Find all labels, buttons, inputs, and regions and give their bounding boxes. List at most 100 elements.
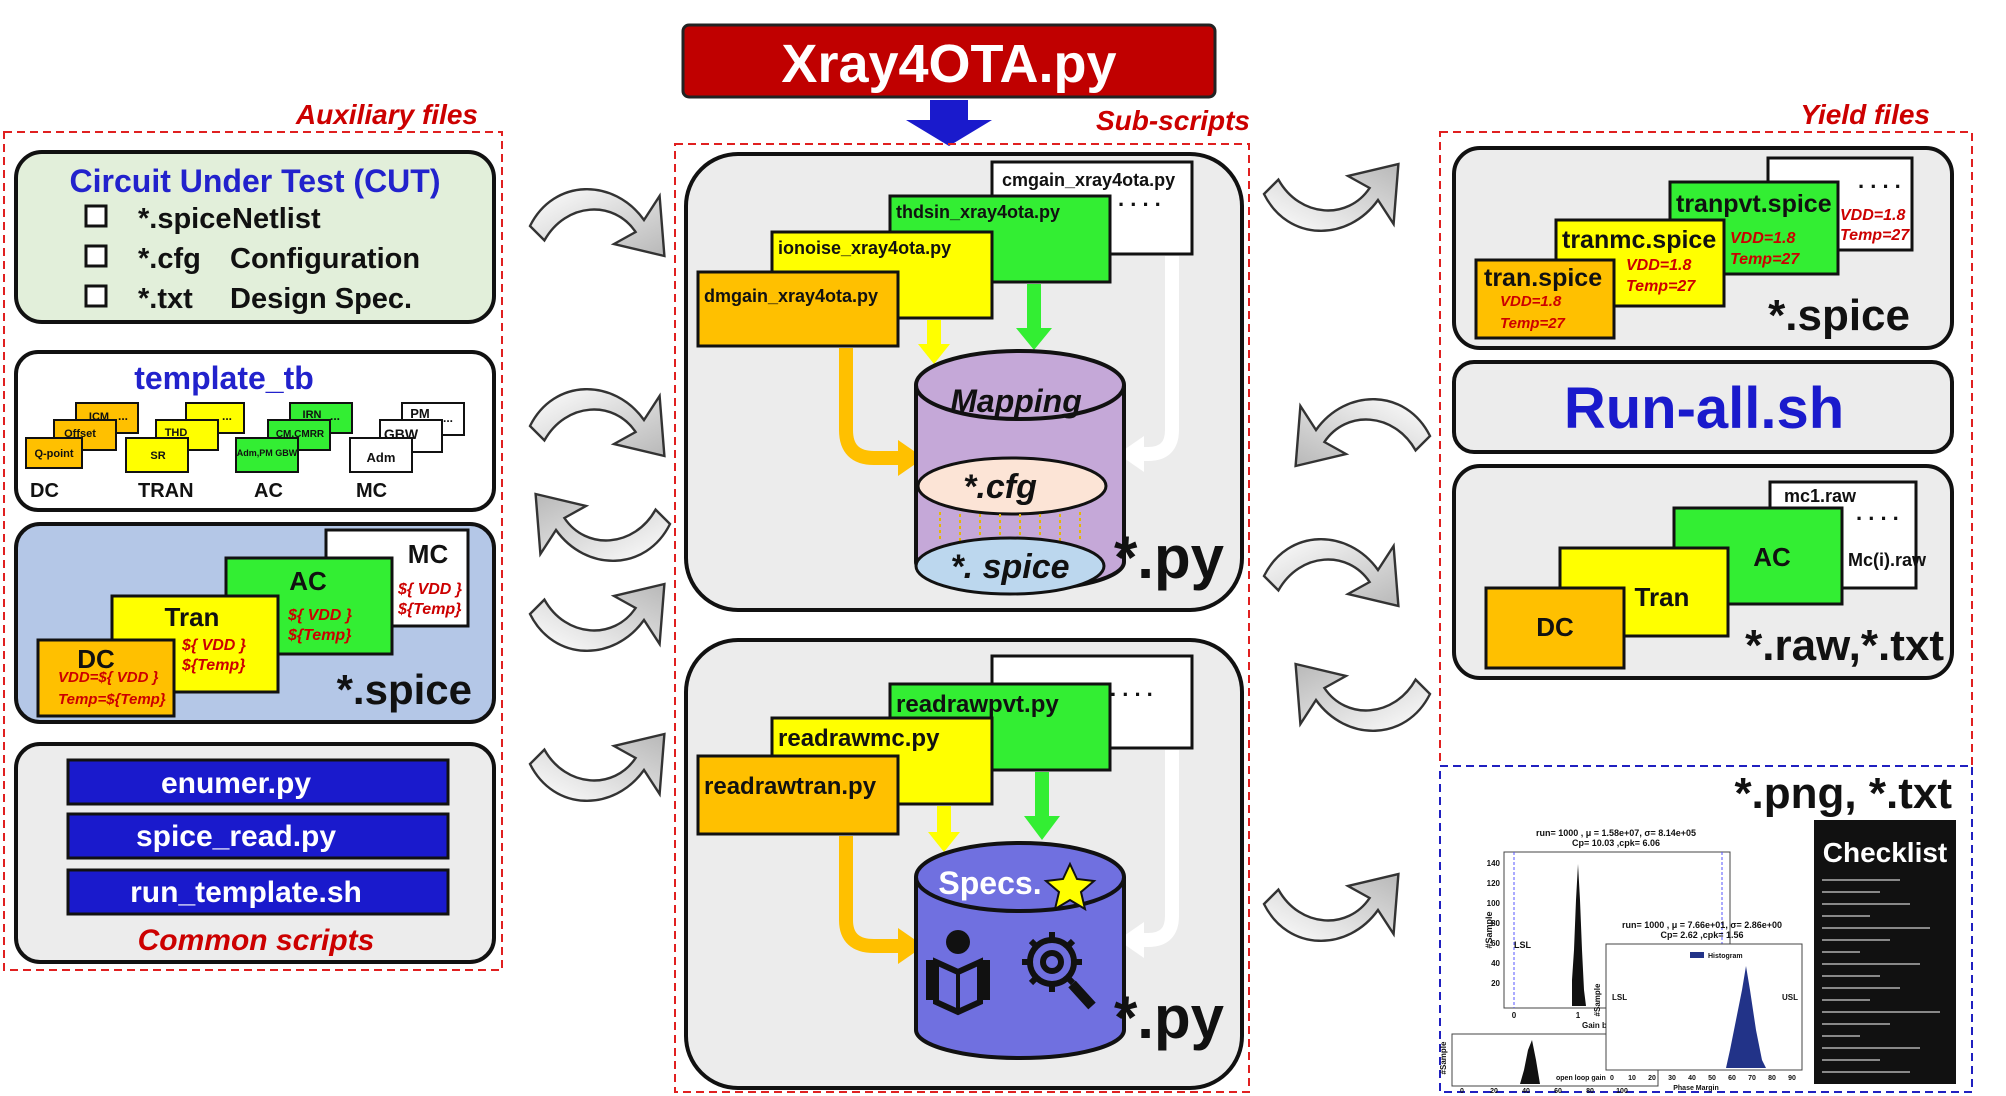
plot2-legend-swatch xyxy=(1690,952,1704,958)
yield-tranpvt-temp: Temp=27 xyxy=(1730,251,1800,268)
plot1-xlabel: Gain ba xyxy=(1582,1021,1612,1030)
plot2-title-1: run= 1000 , μ = 7.66e+01, σ= 2.86e+00 xyxy=(1622,920,1782,930)
cut-item-ext: *.cfg xyxy=(138,243,201,275)
yield-spice-panel: . . . . VDD=1.8 Temp=27 tranpvt.spice VD… xyxy=(1452,146,1954,350)
tb-card-adm-pm-label: Adm,PM GBW xyxy=(237,448,298,458)
sub2-card-readrawmc-label: readrawmc.py xyxy=(778,725,940,752)
plot2-xlabel: Phase Margin xyxy=(1673,1085,1719,1092)
plot3-histogram xyxy=(1520,1040,1540,1084)
tb-ellipsis: ... xyxy=(443,411,453,425)
curved-arrow-runall-to-sub xyxy=(1294,398,1432,468)
yield-tranmc-temp: Temp=27 xyxy=(1626,278,1696,295)
title-down-arrow xyxy=(906,100,992,146)
sub2-yellow-arrowhead xyxy=(928,832,960,852)
plot2-xtick: 10 xyxy=(1628,1075,1636,1082)
sub1-orange-arrowhead xyxy=(898,440,924,476)
spice-card-dc xyxy=(36,638,176,718)
cfg-to-spice-arrows xyxy=(939,512,1081,542)
raw-file-mci: Mc(i).raw xyxy=(1848,550,1927,570)
yield-tranmc-vdd: VDD=1.8 xyxy=(1626,257,1691,274)
yield-tran-vdd: VDD=1.8 xyxy=(1500,293,1562,310)
cfg-label: *.cfg xyxy=(963,468,1037,506)
mapping-label: Mapping xyxy=(950,383,1082,419)
title-text: Xray4OTA.py xyxy=(781,34,1116,94)
cut-item-ext: *.txt xyxy=(138,283,193,315)
plot1-ytick: 140 xyxy=(1487,859,1501,868)
sub1-card-thdsin-label: thdsin_xray4ota.py xyxy=(896,202,1060,222)
sub-scripts-label: Sub-scripts xyxy=(1096,105,1250,136)
spice-ext-label: *.spice xyxy=(337,666,472,713)
spice-card-ac-line1: ${ VDD } xyxy=(287,607,352,624)
auxiliary-frame xyxy=(3,131,503,971)
sub2-white-arrowhead xyxy=(1118,922,1144,958)
tb-card-irn-label: IRN xyxy=(303,409,322,421)
tb-group-mc: MC xyxy=(356,480,387,502)
curved-arrow-raw-to-sub2 xyxy=(1294,662,1432,732)
template-tb-title: template_tb xyxy=(134,360,314,396)
plot1-ytick: 80 xyxy=(1491,919,1500,928)
tb-card-sr-label: SR xyxy=(150,450,165,462)
tb-group-tran: TRAN xyxy=(138,480,194,502)
plot2-xtick: 80 xyxy=(1768,1075,1776,1082)
sub2-ellipsis: . . . . xyxy=(1110,676,1153,701)
plot1-title-2: Cp= 10.03 ,cpk= 6.06 xyxy=(1572,838,1660,848)
spice-card-tran-line1: ${ VDD } xyxy=(181,637,246,654)
plot1-ytick: 60 xyxy=(1491,939,1500,948)
spice-label: *. spice xyxy=(950,548,1069,586)
plot1-ylabel: #Sample xyxy=(1484,911,1494,948)
sub1-card-dmgain xyxy=(696,270,900,348)
cut-item-desc: Netlist xyxy=(232,203,321,235)
checklist-title: Checklist xyxy=(1823,837,1948,868)
plot3-xtick: 0 xyxy=(1460,1088,1464,1095)
tb-card-qpoint xyxy=(25,437,83,469)
curved-arrow-common-to-sub xyxy=(528,732,666,802)
plot2-lsl: LSL xyxy=(1612,993,1627,1002)
spice-templates-panel: MC ${ VDD } ${Temp} AC ${ VDD } ${Temp} … xyxy=(14,522,496,724)
plot2-usl: USL xyxy=(1782,993,1798,1002)
tb-card-adm xyxy=(349,437,413,473)
sub2-orange-arrowhead xyxy=(898,928,924,964)
plot3-xtick: 100 xyxy=(1616,1088,1628,1095)
raw-ext-label: *.raw,*.txt xyxy=(1745,621,1944,670)
common-scripts-panel: enumer.py spice_read.py run_template.sh … xyxy=(14,742,496,964)
sub1-orange-flow-arrow xyxy=(839,348,902,465)
tb-ellipsis: ... xyxy=(118,409,128,423)
spice-card-mc-title: MC xyxy=(408,539,449,569)
curved-arrow-cut-to-sub xyxy=(528,188,666,258)
cut-checkbox-2 xyxy=(84,244,108,268)
tb-card-adm-pm xyxy=(235,437,299,473)
raw-card-tran-label: Tran xyxy=(1635,582,1690,612)
tb-card-thd-label: THD xyxy=(165,427,188,439)
plot2-xtick: 0 xyxy=(1610,1075,1614,1082)
spice-card-dc-title: DC xyxy=(77,644,115,674)
yield-files-label: Yield files xyxy=(1800,99,1930,130)
curved-arrow-sub-to-spice xyxy=(534,492,672,562)
tb-card-pm-label: PM xyxy=(410,406,430,421)
sub1-white-flow-arrow xyxy=(1140,256,1179,461)
subscripts-frame xyxy=(674,143,1250,1093)
yield-card-tran-label: tran.spice xyxy=(1484,264,1602,292)
run-all-panel: Run-all.sh xyxy=(1452,360,1954,454)
sub2-ext-label: *.py xyxy=(1114,984,1225,1051)
auxiliary-files-label: Auxiliary files xyxy=(295,99,478,130)
spice-card-dc-line2: Temp=${Temp} xyxy=(58,691,166,708)
plot3-xtick: 20 xyxy=(1490,1088,1498,1095)
yield-extra-temp: Temp=27 xyxy=(1840,227,1910,244)
plot1-ytick: 100 xyxy=(1487,899,1501,908)
script-spice-read xyxy=(66,812,450,860)
plot1-ytick: 20 xyxy=(1491,979,1500,988)
png-panel: *.png, *.txt run= 1000 , μ = 1.58e+07, σ… xyxy=(1439,769,1956,1095)
yield-card-tran xyxy=(1474,258,1616,340)
plot1-ytick: 120 xyxy=(1487,879,1501,888)
plot2-legend: Histogram xyxy=(1708,953,1743,960)
subscript-panel-1: cmgain_xray4ota.py . . . . thdsin_xray4o… xyxy=(684,152,1244,612)
plot2-histogram xyxy=(1726,966,1766,1068)
cut-panel: Circuit Under Test (CUT) *.spice Netlist… xyxy=(14,150,496,324)
tb-card-cmrr-label: CM,CMRR xyxy=(276,429,325,440)
specs-cylinder xyxy=(914,877,1126,1060)
plot2-ylabel: #Sample xyxy=(1593,983,1602,1016)
cut-item-desc: Configuration xyxy=(230,243,420,275)
tb-ellipsis: ... xyxy=(222,409,232,423)
script-spice-read-label: spice_read.py xyxy=(136,820,336,853)
tb-ellipsis: ... xyxy=(330,409,340,423)
